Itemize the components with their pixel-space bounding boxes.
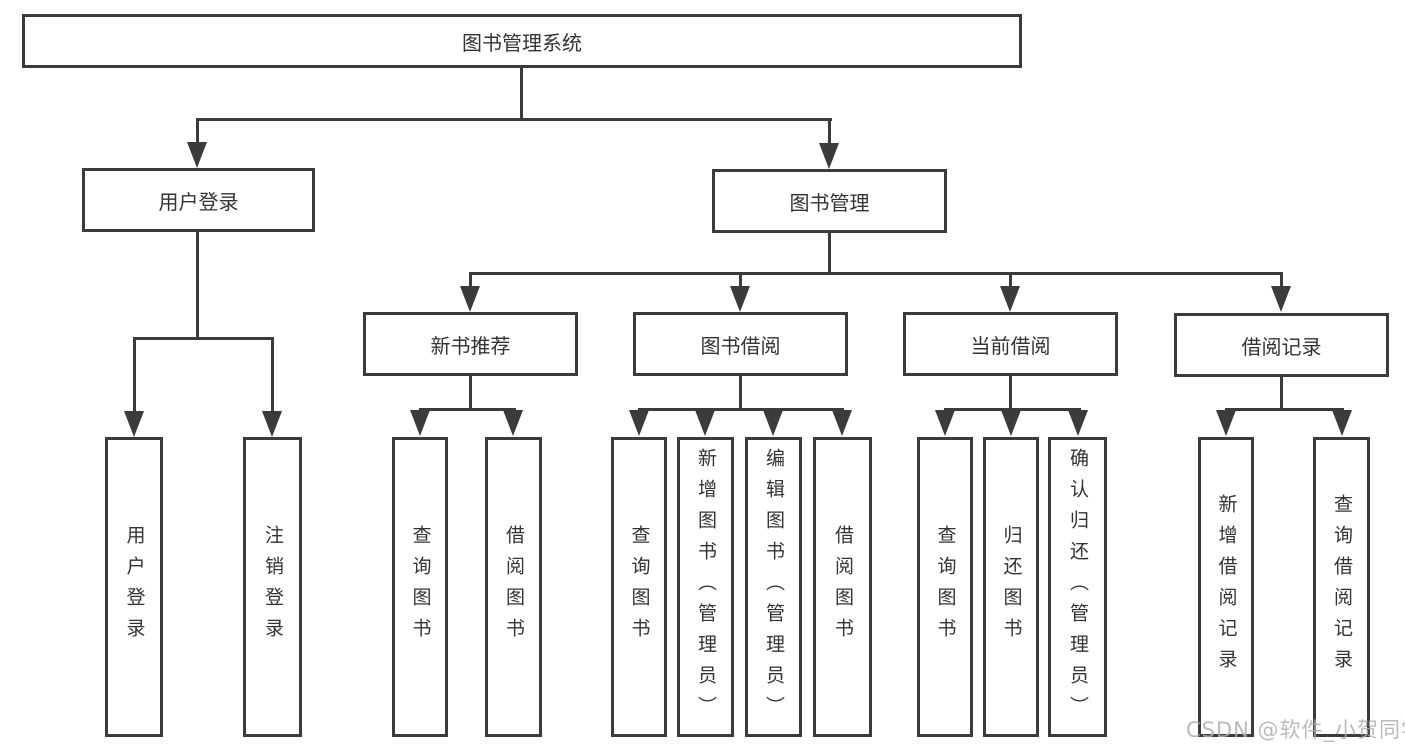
leaf-current-confirm-return: 确认归还（管理员）	[1048, 437, 1107, 737]
connector-user-login-group-stem	[196, 118, 199, 146]
leaf-borrow-add-books: 新增图书（管理员）	[677, 437, 734, 737]
leaf-records-query-record: 查询借阅记录	[1313, 437, 1370, 737]
leaf-borrow-query-books: 查询图书	[611, 437, 667, 737]
node-root-label: 图书管理系统	[462, 30, 582, 55]
leaf-current-return-books-label: 归还图书	[1000, 525, 1023, 649]
node-root: 图书管理系统	[22, 14, 1022, 68]
connector-logout-leaf-stem	[271, 337, 274, 413]
connector-root-stem	[520, 68, 523, 118]
leaf-borrow-query-books-label: 查询图书	[628, 525, 651, 649]
arrowhead-records-child-1	[1216, 410, 1236, 436]
connector-borrow-split	[638, 408, 844, 411]
connector-user-group-stem	[196, 232, 199, 337]
node-book-borrow-label: 图书借阅	[700, 333, 781, 358]
leaf-records-add-record-label: 新增借阅记录	[1215, 494, 1238, 680]
node-current-borrow: 当前借阅	[903, 312, 1118, 376]
arrowhead-current	[1000, 286, 1020, 312]
connector-records-split	[1225, 408, 1344, 411]
leaf-user-login-label: 用户登录	[123, 525, 146, 649]
arrowhead-current-child-2	[1001, 410, 1021, 436]
arrowhead-user-login-leaf	[124, 411, 144, 437]
node-book-mgmt-group: 图书管理	[712, 169, 947, 233]
connector-root-split	[196, 118, 832, 121]
connector-new-rec-stem	[469, 272, 472, 290]
arrowhead-logout-leaf	[262, 411, 282, 437]
connector-current-split	[944, 408, 1081, 411]
connector-book-mgmt-group-stem	[828, 118, 831, 146]
watermark: CSDN @软件_小贺同学	[1186, 718, 1405, 742]
connector-new-rec-down	[469, 376, 472, 408]
node-borrow-records: 借阅记录	[1174, 313, 1389, 377]
node-user-login-group: 用户登录	[82, 168, 315, 232]
connector-borrow-stem	[739, 272, 742, 290]
arrowhead-borrow-child-3	[763, 410, 783, 436]
node-book-mgmt-group-label: 图书管理	[789, 190, 870, 215]
node-user-login-group-label: 用户登录	[158, 189, 239, 214]
leaf-newrec-borrow-books: 借阅图书	[485, 437, 542, 737]
leaf-current-return-books: 归还图书	[983, 437, 1039, 737]
leaf-borrow-borrow-books-label: 借阅图书	[832, 525, 854, 649]
leaf-records-add-record: 新增借阅记录	[1198, 437, 1254, 737]
arrowhead-new-rec-child-2	[503, 410, 523, 436]
arrowhead-new-rec	[460, 286, 480, 312]
connector-records-down	[1280, 377, 1283, 408]
node-new-book-rec-label: 新书推荐	[430, 333, 511, 358]
connector-current-stem	[1009, 272, 1012, 290]
arrowhead-current-child-1	[935, 410, 955, 436]
leaf-newrec-borrow-books-label: 借阅图书	[503, 525, 525, 649]
node-borrow-records-label: 借阅记录	[1241, 334, 1322, 359]
leaf-borrow-add-books-label: 新增图书（管理员）	[695, 447, 717, 727]
arrowhead-records	[1271, 286, 1291, 312]
arrowhead-borrow-child-2	[695, 410, 715, 436]
connector-borrow-down	[739, 376, 742, 408]
arrowhead-borrow-child-1	[629, 410, 649, 436]
arrowhead-current-child-3	[1068, 410, 1088, 436]
connector-new-rec-split	[419, 408, 516, 411]
arrowhead-user-login-group	[187, 142, 207, 168]
leaf-records-query-record-label: 查询借阅记录	[1331, 494, 1353, 680]
leaf-current-query-books-label: 查询图书	[934, 525, 957, 649]
connector-mgmt-stem	[828, 233, 831, 272]
arrowhead-borrow-child-4	[832, 410, 852, 436]
leaf-current-confirm-return-label: 确认归还（管理员）	[1067, 447, 1089, 727]
leaf-newrec-query-books-label: 查询图书	[409, 525, 432, 649]
connector-mgmt-split	[469, 272, 1282, 275]
leaf-borrow-edit-books-label: 编辑图书（管理员）	[763, 447, 785, 727]
connector-current-down	[1009, 376, 1012, 408]
node-new-book-rec: 新书推荐	[363, 312, 578, 376]
connector-user-group-split	[133, 337, 274, 340]
arrowhead-borrow	[730, 286, 750, 312]
arrowhead-book-mgmt-group	[819, 143, 839, 169]
leaf-logout-label: 注销登录	[262, 525, 284, 649]
connector-user-login-leaf-stem	[133, 337, 136, 413]
node-current-borrow-label: 当前借阅	[970, 333, 1051, 358]
connector-records-stem	[1280, 272, 1283, 290]
leaf-current-query-books: 查询图书	[917, 437, 973, 737]
arrowhead-new-rec-child-1	[410, 410, 430, 436]
node-book-borrow: 图书借阅	[633, 312, 848, 376]
leaf-borrow-edit-books: 编辑图书（管理员）	[745, 437, 802, 737]
leaf-newrec-query-books: 查询图书	[392, 437, 448, 737]
arrowhead-records-child-2	[1332, 410, 1352, 436]
leaf-borrow-borrow-books: 借阅图书	[813, 437, 872, 737]
leaf-user-login: 用户登录	[105, 437, 163, 737]
leaf-logout: 注销登录	[243, 437, 302, 737]
